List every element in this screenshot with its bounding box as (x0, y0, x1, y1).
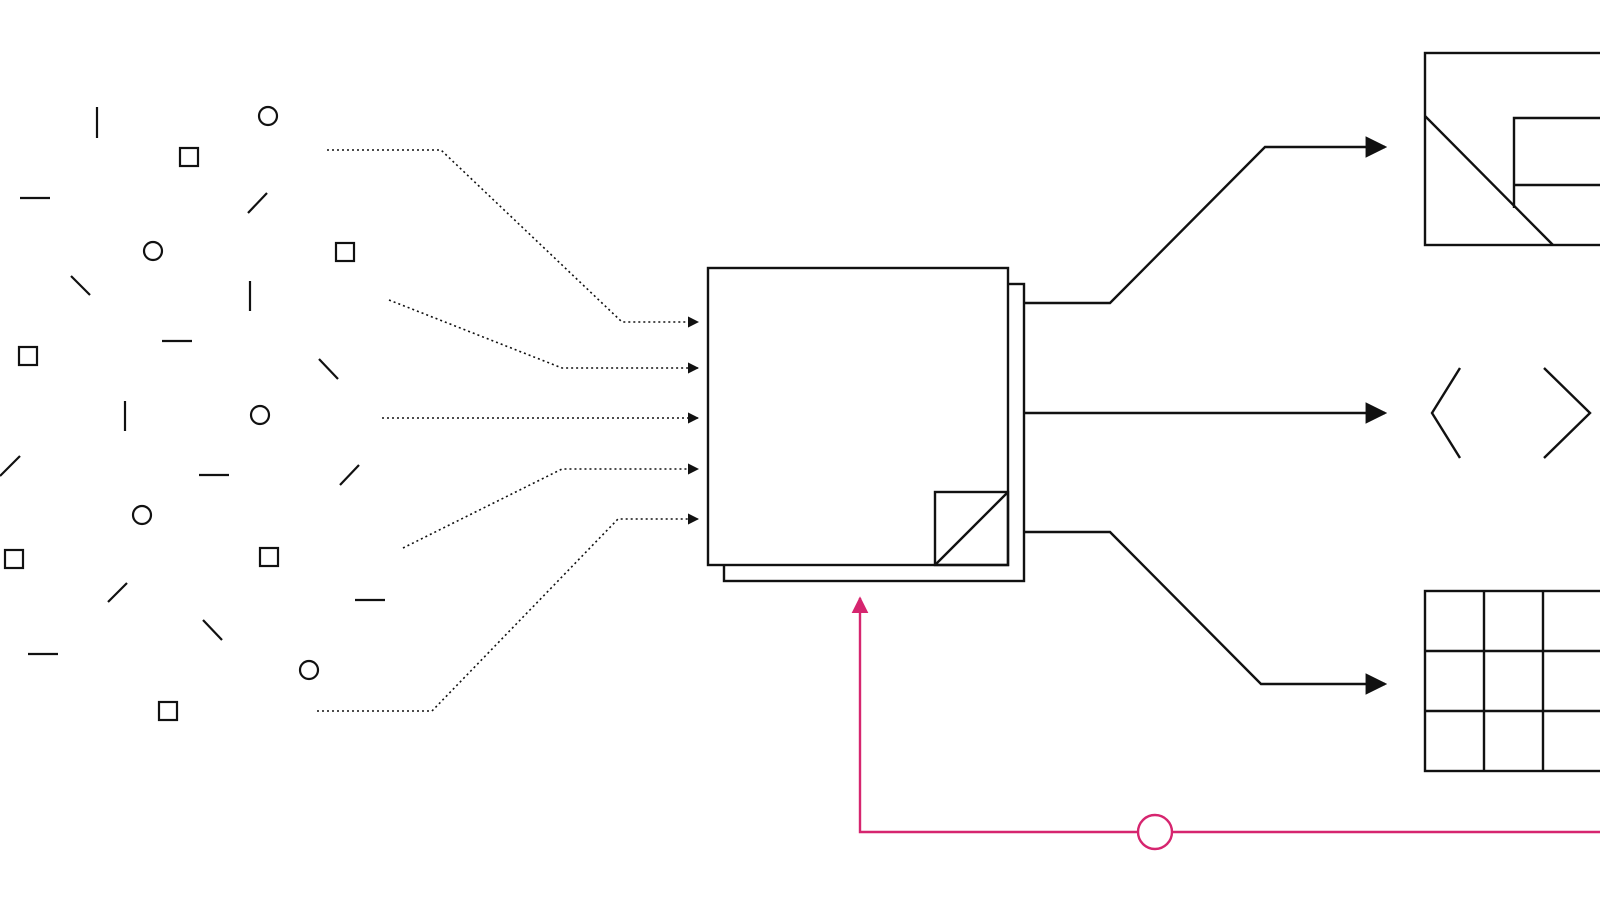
slash-icon (202, 619, 223, 641)
input-connector-2 (388, 299, 700, 374)
square-icon (17, 345, 39, 367)
slash-icon (339, 464, 360, 486)
output-connectors (1024, 136, 1388, 695)
input-connector-5 (317, 513, 700, 712)
output-connector-bottom (1024, 530, 1388, 695)
square-icon (178, 146, 200, 168)
bracket-left (1430, 367, 1462, 459)
slash-icon (247, 192, 268, 214)
square-icon (3, 548, 25, 570)
document-corner-diagonal (934, 491, 1009, 566)
square-icon (334, 241, 356, 263)
circle-icon (142, 240, 164, 262)
feedback-loop (851, 596, 1600, 851)
document-front-sheet (706, 266, 1010, 567)
stacked-document-icon (706, 266, 1026, 583)
diagonal-split-panel-icon (1423, 51, 1600, 247)
bracket-right (1543, 367, 1592, 459)
slash-icon (70, 275, 91, 296)
square-icon (258, 546, 280, 568)
scatter-field (0, 105, 385, 722)
circle-icon (298, 659, 320, 681)
circle-icon (257, 105, 279, 127)
document-corner-fold (933, 490, 1010, 567)
input-connector-1 (327, 149, 700, 328)
feedback-loop-line-left (851, 596, 1138, 834)
slash-icon (318, 358, 339, 380)
feedback-loop-node-icon (1136, 813, 1174, 851)
code-brackets-icon (1430, 367, 1592, 459)
slash-icon (107, 582, 128, 603)
output-connector-top (1024, 136, 1388, 305)
square-icon (157, 700, 179, 722)
circle-icon (249, 404, 271, 426)
input-connector-4 (402, 463, 700, 549)
circle-icon (131, 504, 153, 526)
slash-icon (0, 455, 21, 477)
input-connectors (317, 149, 700, 712)
grid-3x3-icon (1423, 589, 1600, 773)
